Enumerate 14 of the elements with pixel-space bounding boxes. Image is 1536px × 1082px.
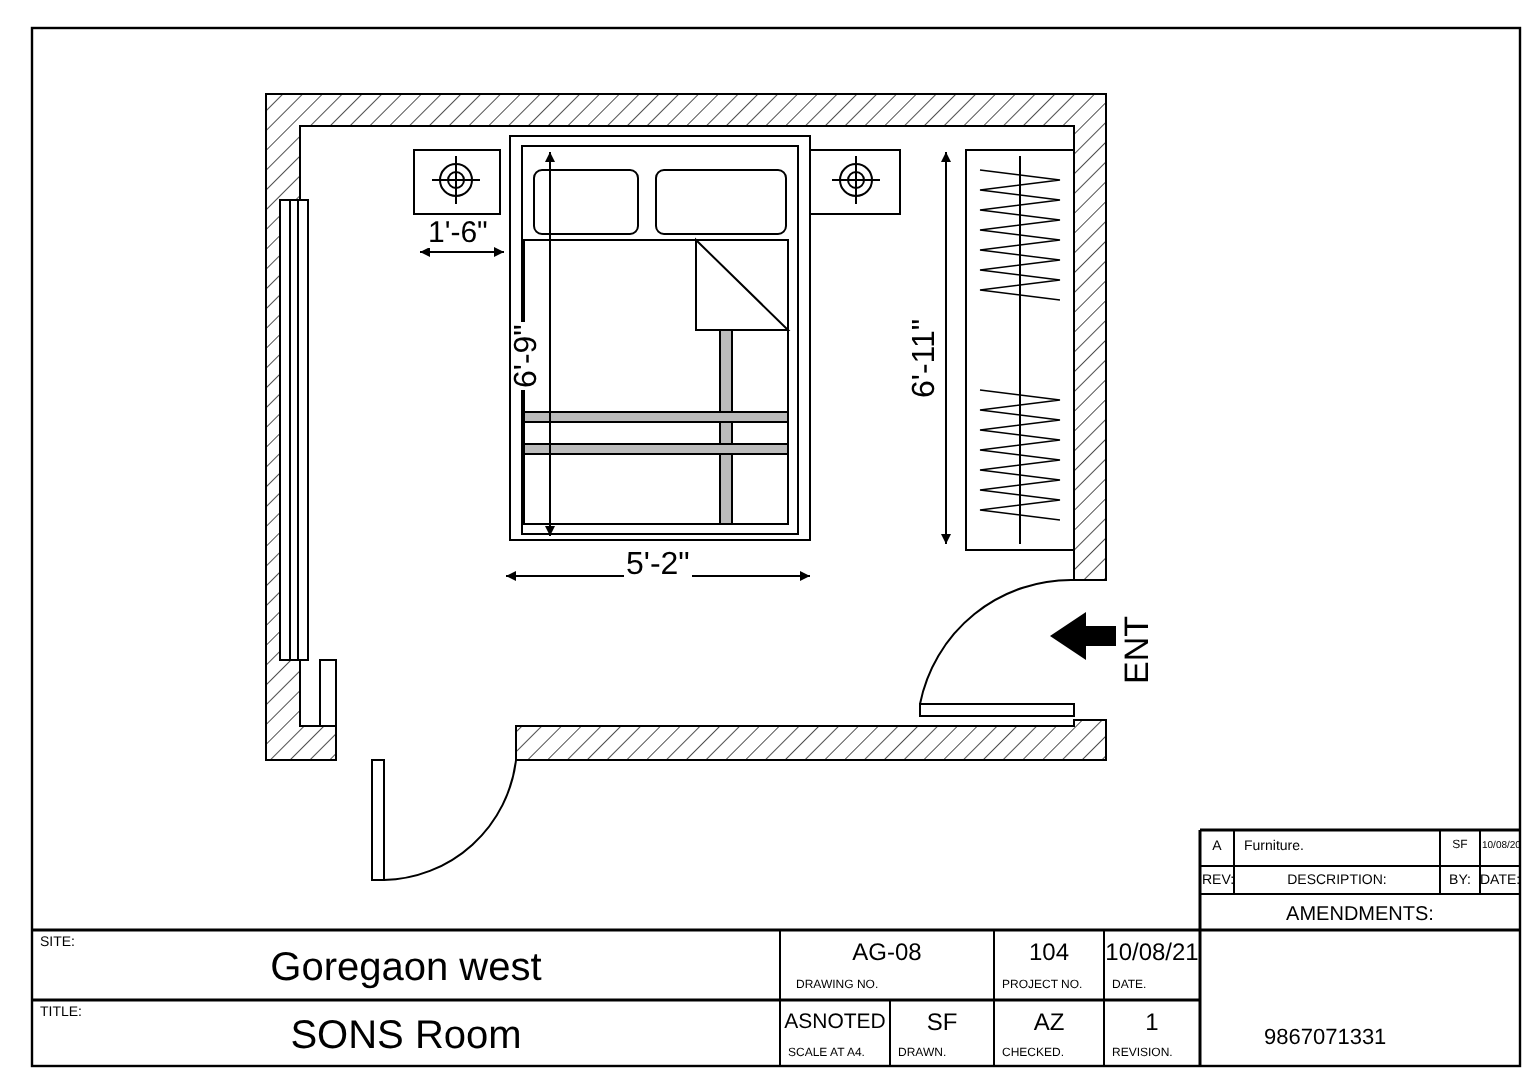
section-heading: AMENDMENTS: [1284, 906, 1436, 926]
scale-text: ASNOTED [782, 1012, 888, 1033]
title-text: SONS Room [288, 1016, 524, 1056]
date-text: 10/08/21 [1104, 940, 1200, 964]
site-text: Goregaon west [268, 948, 544, 988]
entrance-label: ENT [1120, 616, 1154, 684]
phone-number: 9867071331 [1264, 1028, 1387, 1050]
dimension-text: 1'-6" [426, 218, 490, 248]
project-number: 104 [1026, 940, 1072, 964]
initials-text: AZ [1031, 1010, 1067, 1034]
revision-text: 1 [1143, 1010, 1161, 1034]
initials-text: SF [924, 1010, 960, 1034]
dimension-text: 5'-2" [624, 550, 692, 582]
drawing-number: AG-08 [850, 940, 924, 964]
